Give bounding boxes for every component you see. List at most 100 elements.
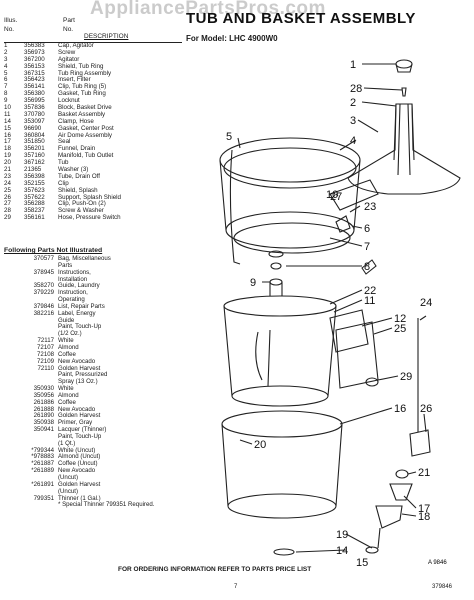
callout-number: 15 [356, 557, 368, 569]
illus-number: 6 [4, 76, 8, 84]
part-description: Locknut [58, 97, 80, 105]
part-description: (Uncut) [58, 487, 78, 495]
part-description: Funnel, Drain [58, 145, 96, 153]
part-description: (1 Qt.) [58, 439, 76, 447]
part-description: Paint, Touch-Up [58, 432, 102, 440]
part-number: 350938 [33, 419, 54, 427]
not-illustrated-row: (Uncut) [4, 487, 186, 496]
part-number: 356161 [24, 214, 45, 222]
part-number: 370780 [24, 110, 45, 118]
figure-code: A 9846 [428, 560, 447, 566]
parts-row: 24 352155 Clip [4, 179, 186, 188]
part-description: (1/2 Oz.) [58, 330, 82, 338]
part-number: 261886 [33, 398, 54, 406]
part-number: 799351 [33, 494, 54, 502]
part-description: White [58, 337, 74, 345]
part-description: * Special Thinner 799351 Required. [58, 501, 155, 509]
model-label: For Model: LHC 4900W0 [186, 34, 278, 43]
callout-number: 14 [336, 545, 348, 557]
part-number: 379846 [33, 302, 54, 310]
part-description: Parts [58, 261, 73, 269]
part-number: 356288 [24, 200, 45, 208]
part-number: 357160 [24, 152, 45, 160]
part-number: 261888 [33, 405, 54, 413]
part-number: 356380 [24, 90, 45, 98]
part-number: 351850 [24, 138, 45, 146]
part-number: 72109 [37, 357, 54, 365]
callout-number: 1 [350, 59, 356, 71]
callout-group: 1282345236789221112252429261620211718191… [226, 59, 447, 569]
callout-number: 8 [364, 261, 370, 273]
part-number: *261891 [31, 480, 54, 488]
part-description: Installation [58, 275, 88, 283]
illus-number: 3 [4, 55, 8, 63]
illus-number: 16 [4, 131, 11, 139]
callout-number: 16 [394, 403, 406, 415]
not-illustrated-row: (1 Qt.) [4, 439, 186, 448]
illus-number: 26 [4, 193, 11, 201]
not-illustrated-row: 261890 Golden Harvest [4, 413, 186, 420]
callout-number: 10 [326, 189, 338, 201]
part-description: Almond [58, 343, 79, 351]
part-number: 379229 [33, 289, 54, 297]
illus-number: 15 [4, 124, 11, 132]
part-description: Seal [58, 138, 71, 146]
part-description: Screw & Washer [58, 207, 104, 215]
part-description: Clip [58, 179, 69, 187]
part-description: List, Repair Parts [58, 302, 105, 310]
callout-number: 19 [336, 529, 348, 541]
part-number: 21365 [24, 166, 42, 174]
part-description: Golden Harvest [58, 412, 101, 420]
part-description: Label, Energy [58, 309, 96, 317]
part-number: *261889 [31, 467, 54, 475]
part-number: 382216 [33, 309, 54, 317]
part-number: 261890 [33, 412, 54, 420]
part-number: 370577 [33, 255, 54, 262]
part-description: Guide [58, 316, 75, 324]
part-description: Primer, Gray [58, 419, 93, 427]
part-number: 357623 [24, 186, 45, 194]
callout-number: 23 [364, 201, 376, 213]
part-description: Screw [58, 48, 76, 56]
part-description: Clip, Push-On (2) [58, 200, 106, 208]
page-title: TUB AND BASKET ASSEMBLY [186, 10, 416, 27]
part-description: White [58, 385, 74, 393]
not-illustrated-row: Parts [4, 261, 186, 270]
callout-number: 21 [418, 467, 430, 479]
illus-number: 4 [4, 62, 8, 70]
part-description: Golden Harvest [58, 364, 101, 372]
not-illustrated-row: Paint, Pressurized [4, 371, 186, 379]
callout-number: 12 [394, 313, 406, 325]
part-number: 72110 [37, 364, 55, 372]
callout-number: 29 [400, 371, 412, 383]
not-illustrated-row: Paint, Touch-Up [4, 432, 186, 441]
illus-number: 10 [4, 104, 11, 112]
illus-number: 19 [4, 152, 11, 160]
callout-number: 27 [330, 191, 342, 203]
illus-number: 24 [4, 179, 11, 187]
document-number: 379846 [432, 584, 453, 590]
part-number: 352155 [24, 179, 45, 187]
illus-number: 20 [4, 159, 11, 167]
part-number: 72108 [37, 350, 54, 358]
not-illustrated-row: Spray (13 Oz.) [4, 378, 186, 386]
illus-number: 5 [4, 69, 8, 77]
